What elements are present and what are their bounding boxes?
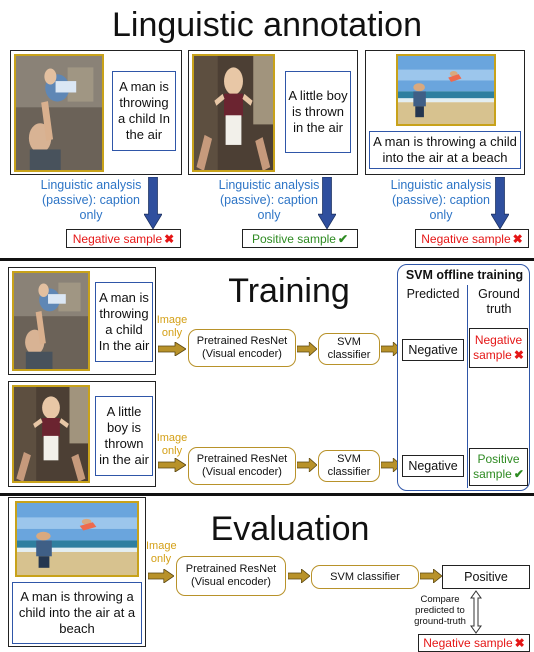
double-arrow-icon [470, 590, 482, 634]
section-divider [0, 493, 534, 496]
thumbnail-beach [15, 501, 139, 577]
training-example-2: A little boy is thrown in the air [8, 381, 156, 487]
right-arrow-icon [297, 458, 317, 472]
caption-box: A man is throwing a child In the air [112, 71, 176, 151]
visual-encoder-box: Pretrained ResNet (Visual encoder) [188, 447, 296, 485]
visual-encoder-box: Pretrained ResNet (Visual encoder) [176, 556, 286, 596]
right-arrow-icon [158, 342, 186, 356]
thumbnail-man-child-indoor [12, 271, 90, 371]
ground-truth-label: Negative sample [473, 333, 523, 362]
evaluation-title: Evaluation [210, 510, 370, 548]
annotation-title: Linguistic annotation [111, 6, 422, 44]
svm-classifier-box: SVM classifier [318, 450, 380, 482]
thumbnail-boy-thrown [12, 385, 90, 483]
thumbnail-man-child-indoor [14, 54, 104, 172]
caption-box: A little boy is thrown in the air [95, 396, 153, 476]
cross-mark-icon: ✖ [513, 348, 524, 362]
thumbnail-beach [396, 54, 496, 126]
thumbnail-boy-thrown [192, 54, 275, 172]
image-only-label: Image only [156, 432, 188, 457]
result-label: Positive sample [251, 231, 336, 246]
svm-classifier-box: SVM classifier [311, 565, 419, 589]
svm-panel-title: SVM offline training [405, 268, 524, 282]
right-arrow-icon [158, 458, 186, 472]
svm-offline-training-panel: SVM offline training Predicted Ground tr… [397, 264, 530, 491]
section-divider [0, 258, 534, 261]
cross-mark-icon: ✖ [164, 231, 175, 246]
image-only-label: Image only [156, 314, 188, 339]
training-title: Training [228, 272, 350, 310]
positive-sample-result: Positive sample ✔ [242, 229, 358, 248]
right-arrow-icon [148, 569, 174, 583]
caption-box: A man is throwing a child into the air a… [12, 582, 142, 644]
predicted-value: Negative [402, 455, 464, 477]
image-only-label: Image only [146, 540, 177, 565]
right-arrow-icon [420, 569, 442, 583]
visual-encoder-box: Pretrained ResNet (Visual encoder) [188, 329, 296, 367]
cross-mark-icon: ✖ [514, 636, 525, 650]
down-arrow-icon [491, 177, 509, 229]
check-mark-icon: ✔ [513, 467, 524, 481]
annotation-example-1: A man is throwing a child In the air [10, 50, 182, 175]
result-label: Negative sample [421, 231, 511, 246]
annotation-example-3: A man is throwing a child into the air a… [365, 50, 525, 175]
prediction-result: Positive [442, 565, 530, 589]
predicted-value: Negative [402, 339, 464, 361]
ground-truth-negative: Negative sample ✖ [418, 634, 530, 652]
ground-truth-label: Negative sample [423, 636, 513, 650]
check-mark-icon: ✔ [337, 231, 349, 246]
down-arrow-icon [318, 177, 336, 229]
negative-sample-result: Negative sample ✖ [415, 229, 529, 248]
annotation-example-2: A little boy is thrown in the air [188, 50, 358, 175]
ground-truth-column-header: Ground truth [478, 287, 520, 316]
predicted-column-header: Predicted [406, 287, 460, 301]
analysis-label: Linguistic analysis (passive): caption o… [40, 178, 142, 222]
ground-truth-positive: Positive sample✔ [469, 448, 528, 486]
ground-truth-label: Positive sample [473, 452, 520, 481]
caption-box: A little boy is thrown in the air [285, 71, 351, 153]
analysis-label: Linguistic analysis (passive): caption o… [218, 178, 320, 222]
caption-box: A man is throwing a child In the air [95, 282, 153, 362]
training-example-1: A man is throwing a child In the air [8, 267, 156, 375]
analysis-label: Linguistic analysis (passive): caption o… [390, 178, 492, 222]
result-label: Negative sample [72, 231, 163, 246]
caption-box: A man is throwing a child into the air a… [369, 131, 521, 169]
svm-classifier-box: SVM classifier [318, 333, 380, 365]
cross-mark-icon: ✖ [512, 231, 523, 246]
right-arrow-icon [297, 342, 317, 356]
negative-sample-result: Negative sample ✖ [66, 229, 181, 248]
down-arrow-icon [144, 177, 162, 229]
compare-label: Compare predicted to ground-truth [414, 594, 466, 627]
column-divider [467, 285, 468, 488]
right-arrow-icon [288, 569, 310, 583]
ground-truth-negative: Negative sample✖ [469, 328, 528, 368]
evaluation-example: A man is throwing a child into the air a… [8, 497, 146, 647]
